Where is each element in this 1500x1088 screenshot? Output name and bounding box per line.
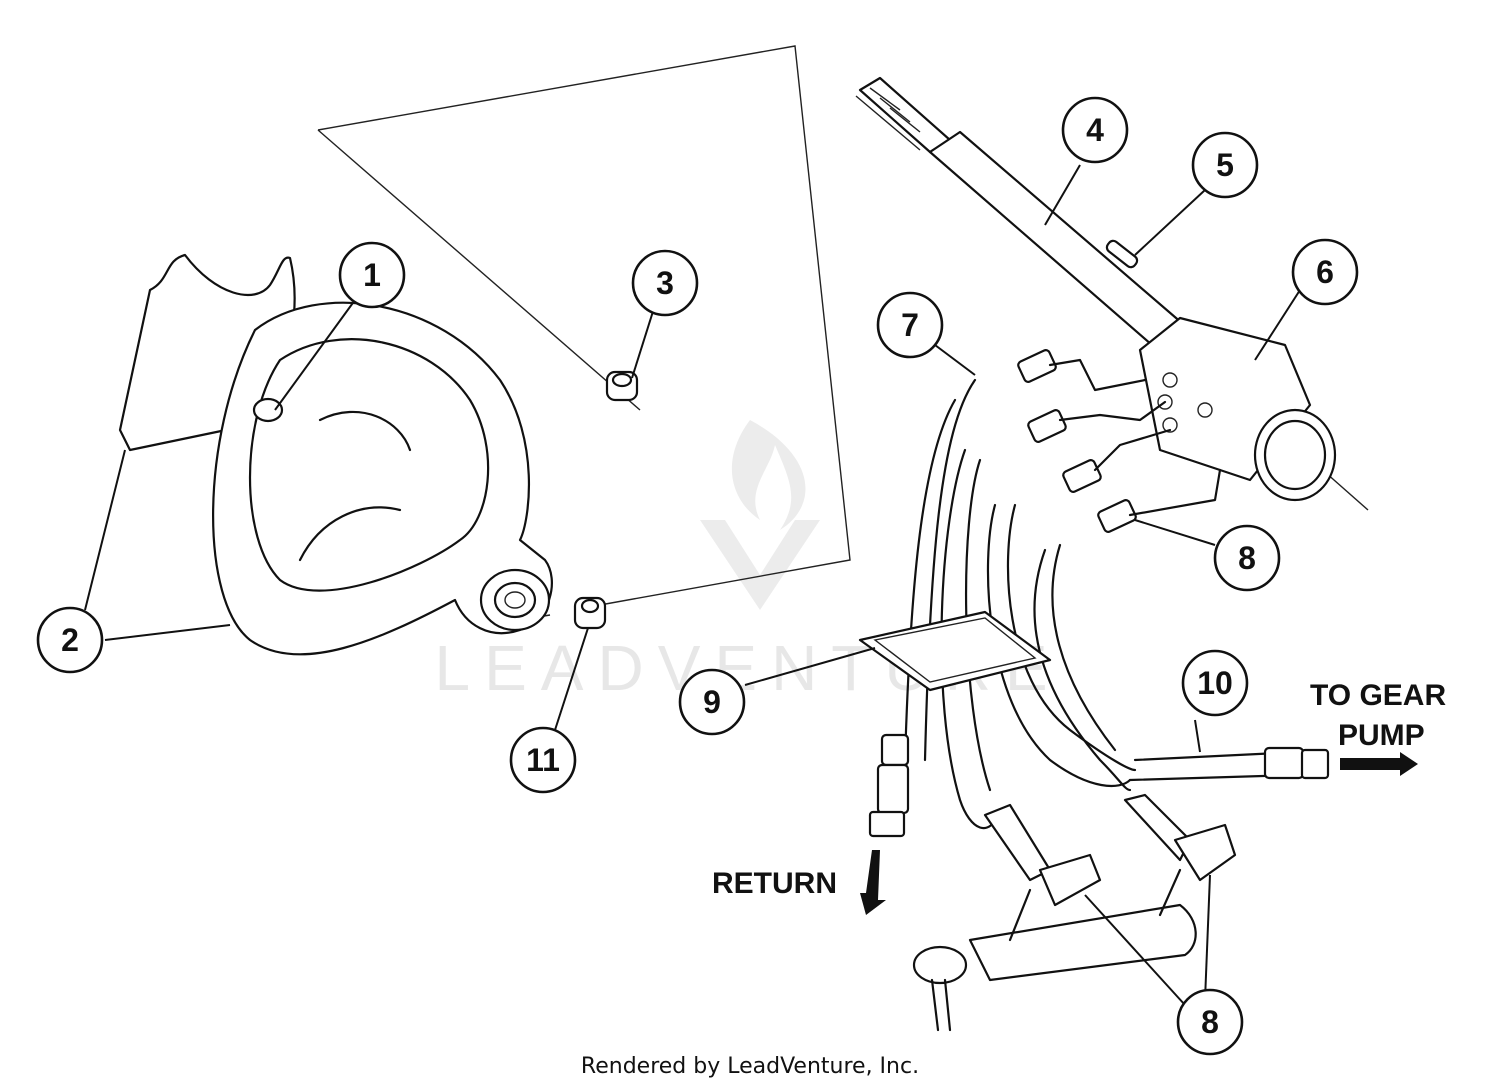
pump-line	[1128, 746, 1418, 782]
footer-credit: Rendered by LeadVenture, Inc.	[581, 1054, 919, 1079]
return-fitting	[860, 733, 910, 915]
callout-10: 10	[1181, 649, 1249, 717]
callout-2-label: 2	[61, 622, 79, 658]
callout-9-label: 9	[703, 684, 721, 720]
spacer-part-3	[605, 370, 639, 402]
callout-7: 7	[876, 291, 944, 359]
callout-5: 5	[1191, 131, 1259, 199]
steering-cylinder	[912, 793, 1237, 1032]
callout-3: 3	[631, 249, 699, 317]
callout-3-label: 3	[656, 265, 674, 301]
callout-8-lower: 8	[1176, 988, 1244, 1056]
callout-8-lower-label: 8	[1201, 1004, 1219, 1040]
nut-part-1	[252, 397, 284, 423]
callout-5-label: 5	[1216, 147, 1234, 183]
callout-8-upper-label: 8	[1238, 540, 1256, 576]
steering-control-unit	[1138, 316, 1337, 502]
spacer-part-11	[573, 596, 607, 630]
callout-4: 4	[1061, 96, 1129, 164]
callout-8-upper: 8	[1213, 524, 1281, 592]
callout-1: 1	[338, 241, 406, 309]
callout-10-label: 10	[1197, 665, 1233, 701]
callout-4-label: 4	[1086, 112, 1104, 148]
callout-2: 2	[36, 606, 104, 674]
callout-11: 11	[509, 726, 577, 794]
to-gear-pump-label-line2: PUMP	[1338, 719, 1425, 752]
steering-wheel	[212, 301, 553, 656]
return-label: RETURN	[712, 867, 837, 900]
callout-1-label: 1	[363, 257, 381, 293]
callout-11-label: 11	[526, 742, 560, 778]
callout-6: 6	[1291, 238, 1359, 306]
mounting-plate	[858, 610, 1052, 692]
callout-6-label: 6	[1316, 254, 1334, 290]
leader-lines	[84, 164, 1301, 1006]
callout-9: 9	[678, 668, 746, 736]
callout-7-label: 7	[901, 307, 919, 343]
to-gear-pump-label-line1: TO GEAR	[1310, 679, 1446, 712]
key-part-5	[1105, 239, 1139, 269]
